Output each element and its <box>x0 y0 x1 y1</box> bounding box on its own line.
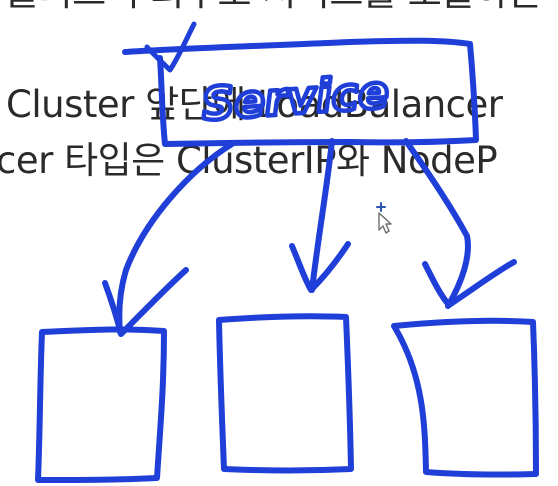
service-handwriting: Service <box>200 65 390 131</box>
slide-text-line-top: 클러스터 외부로 서비스를 노출하는 <box>5 0 542 11</box>
slide-text-line-1: Cluster 앞단에 LoadBalancer <box>6 83 503 126</box>
mouse-pointer-icon <box>376 202 392 234</box>
incoming-arrow-stroke <box>144 21 197 73</box>
arrow-head-left <box>102 267 189 337</box>
pod-box-right <box>391 317 539 478</box>
arrow-head-right <box>422 259 517 308</box>
arrow-head-middle <box>289 241 351 293</box>
slide-text-line-2: cer 타입은 ClusterIP와 NodeP <box>0 139 498 182</box>
arrow-to-right-box <box>403 138 471 309</box>
pod-box-left <box>35 326 167 483</box>
arrow-to-middle-box <box>309 138 335 293</box>
arrow-to-left-box <box>116 141 235 335</box>
service-box <box>122 37 479 147</box>
pod-box-middle <box>216 313 354 474</box>
